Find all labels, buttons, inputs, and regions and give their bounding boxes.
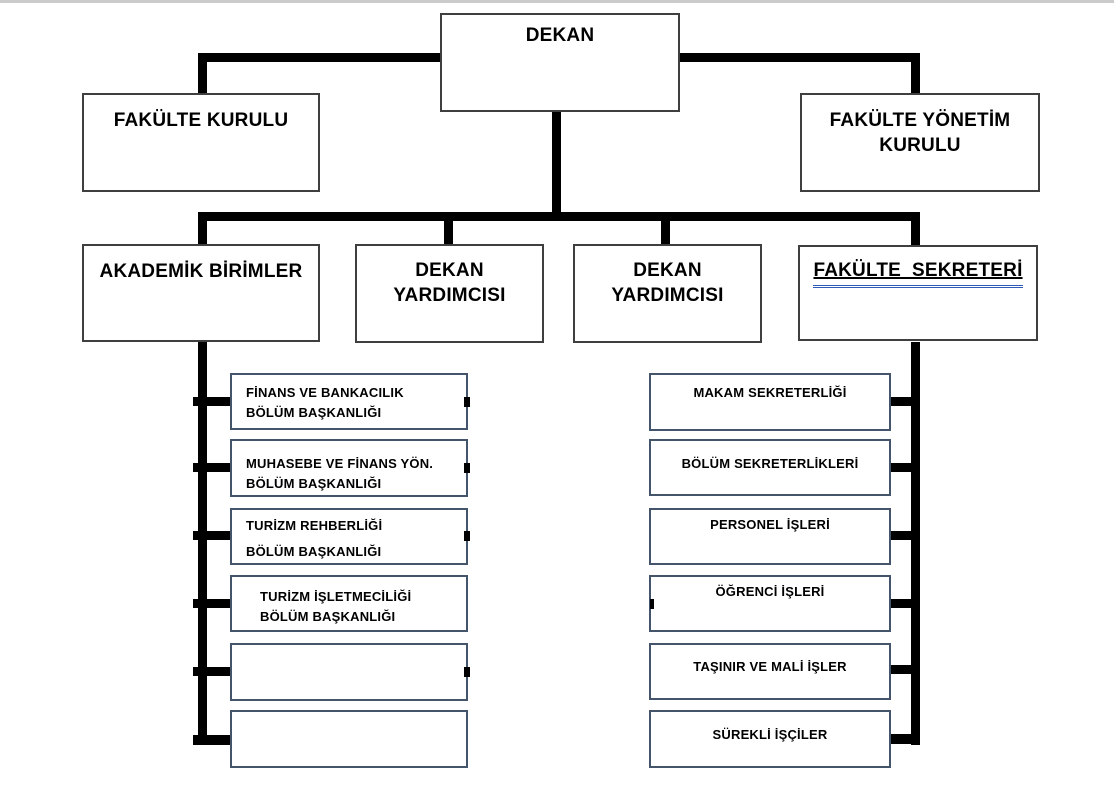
node-dekan-yardimcisi-2: DEKAN YARDIMCISI [573, 244, 762, 343]
node-tasinir-mali-isler: TAŞINIR VE MALİ İŞLER [649, 643, 891, 700]
node-fakulte-yonetim-kurulu: FAKÜLTE YÖNETİM KURULU [800, 93, 1040, 192]
node-turizm-isletmeciligi: TURİZM İŞLETMECİLİĞİ BÖLÜM BAŞKANLIĞI [230, 575, 468, 632]
unit-label-line2: BÖLÜM BAŞKANLIĞI [246, 475, 382, 491]
connector-stub-right-6 [889, 734, 920, 744]
connector-left-spine [198, 341, 207, 745]
node-surekli-isciler: SÜREKLİ İŞÇİLER [649, 710, 891, 768]
connector-drop-yardimci-1 [444, 212, 453, 245]
node-fakulte-sekreteri-label: FAKÜLTE SEKRETERİ [813, 259, 1023, 288]
node-dekan-yardimcisi-1: DEKAN YARDIMCISI [355, 244, 544, 343]
node-dekan-label: DEKAN [525, 25, 595, 46]
node-empty-unit-2 [230, 710, 468, 768]
unit-label: ÖĞRENCİ İŞLERİ [715, 584, 825, 599]
unit-label-line2: BÖLÜM BAŞKANLIĞI [246, 543, 382, 559]
connector-stub-right-5 [889, 665, 920, 674]
node-turizm-rehberligi: TURİZM REHBERLİĞİ BÖLÜM BAŞKANLIĞI [230, 508, 468, 565]
node-akademik-birimler-label: AKADEMİK BİRİMLER [99, 261, 303, 282]
connector-stub-right-3 [889, 531, 920, 540]
node-dekan-yardimcisi-2-label: DEKAN YARDIMCISI [611, 260, 724, 306]
connector-stub-left-3 [193, 531, 231, 540]
connector-dekan-vertical [552, 110, 561, 221]
connector-stub-left-4 [193, 599, 231, 608]
connector-drop-fakulte-kurulu [198, 53, 207, 93]
connector-stub-right-2 [889, 463, 920, 472]
node-bolum-sekreterlikleri: BÖLÜM SEKRETERLİKLERİ [649, 439, 891, 496]
node-fakulte-kurulu: FAKÜLTE KURULU [82, 93, 320, 192]
connector-drop-sekreter [911, 212, 920, 246]
node-fakulte-kurulu-label: FAKÜLTE KURULU [113, 110, 289, 131]
node-fakulte-sekreteri: FAKÜLTE SEKRETERİ [798, 245, 1038, 341]
unit-label: BÖLÜM SEKRETERLİKLERİ [681, 456, 859, 471]
node-fakulte-yonetim-kurulu-label: FAKÜLTE YÖNETİM KURULU [829, 110, 1011, 156]
connector-artifact [650, 599, 654, 609]
unit-label: MAKAM SEKRETERLİĞİ [693, 385, 847, 400]
connector-mid-horizontal [198, 212, 920, 221]
connector-stub-left-1 [193, 397, 231, 406]
connector-stub-left-6 [193, 735, 231, 745]
connector-stub-left-5 [193, 667, 231, 676]
unit-label: PERSONEL İŞLERİ [710, 517, 830, 532]
node-personel-isleri: PERSONEL İŞLERİ [649, 508, 891, 565]
connector-stub-right-4 [889, 599, 920, 608]
unit-label: TAŞINIR VE MALİ İŞLER [693, 659, 847, 674]
node-dekan-yardimcisi-1-label: DEKAN YARDIMCISI [393, 260, 506, 306]
connector-right-spine [911, 342, 920, 745]
unit-label-line1: TURİZM İŞLETMECİLİĞİ [260, 589, 412, 604]
unit-label-line1: TURİZM REHBERLİĞİ [246, 518, 383, 533]
node-makam-sekreterligi: MAKAM SEKRETERLİĞİ [649, 373, 891, 431]
connector-artifact [464, 463, 470, 473]
node-akademik-birimler: AKADEMİK BİRİMLER [82, 244, 320, 342]
unit-label-line2: BÖLÜM BAŞKANLIĞI [260, 608, 396, 624]
connector-artifact [464, 397, 470, 407]
connector-drop-yardimci-2 [661, 212, 670, 245]
connector-drop-akademik [198, 212, 207, 245]
node-empty-unit-1 [230, 643, 468, 701]
unit-label-line2: BÖLÜM BAŞKANLIĞI [246, 404, 382, 420]
node-ogrenci-isleri: ÖĞRENCİ İŞLERİ [649, 575, 891, 632]
connector-stub-left-2 [193, 463, 231, 472]
unit-label-line1: MUHASEBE VE FİNANS YÖN. [246, 456, 434, 471]
connector-artifact [464, 667, 470, 677]
connector-drop-yonetim-kurulu [911, 53, 920, 93]
unit-label: SÜREKLİ İŞÇİLER [712, 727, 828, 742]
node-finans-bankacilik: FİNANS VE BANKACILIK BÖLÜM BAŞKANLIĞI [230, 373, 468, 430]
node-dekan: DEKAN [440, 13, 680, 112]
page-edge-strip [0, 0, 1114, 3]
unit-label-line1: FİNANS VE BANKACILIK [246, 385, 404, 400]
node-muhasebe-finans: MUHASEBE VE FİNANS YÖN. BÖLÜM BAŞKANLIĞI [230, 439, 468, 497]
connector-stub-right-1 [889, 397, 920, 406]
connector-artifact [464, 531, 470, 541]
